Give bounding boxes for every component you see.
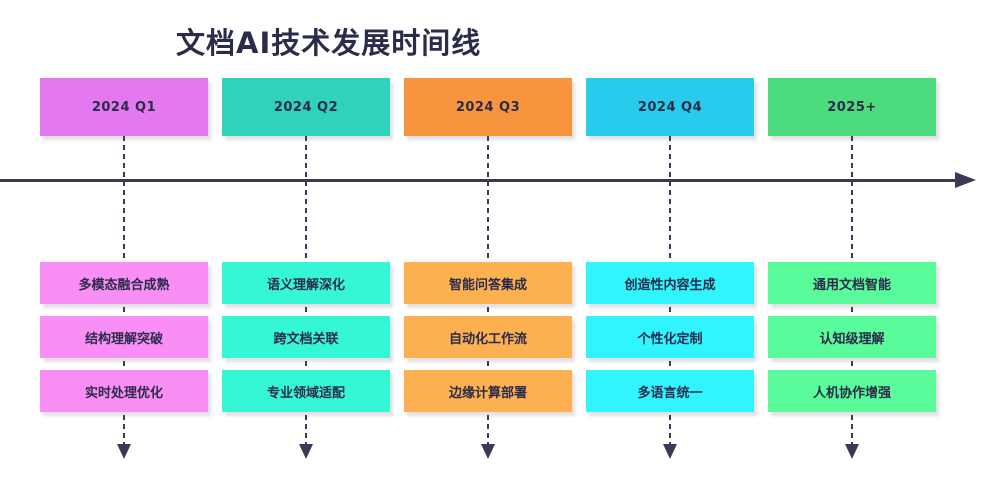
timeline-column-2024-q2: 2024 Q2 语义理解深化 跨文档关联 专业领域适配 — [222, 0, 390, 485]
timeline-column-2024-q1: 2024 Q1 多模态融合成熟 结构理解突破 实时处理优化 — [40, 0, 208, 485]
milestone-item: 专业领域适配 — [222, 370, 390, 412]
timeline-column-2024-q4: 2024 Q4 创造性内容生成 个性化定制 多语言统一 — [586, 0, 754, 485]
timeline-axis-arrow-icon — [955, 172, 976, 188]
timeline-column-2024-q3: 2024 Q3 智能问答集成 自动化工作流 边缘计算部署 — [404, 0, 572, 485]
phase-header: 2024 Q2 — [222, 78, 390, 136]
milestone-item: 多模态融合成熟 — [40, 262, 208, 304]
milestone-item: 认知级理解 — [768, 316, 936, 358]
phase-header: 2024 Q4 — [586, 78, 754, 136]
milestone-item: 实时处理优化 — [40, 370, 208, 412]
milestone-item: 边缘计算部署 — [404, 370, 572, 412]
milestone-item: 结构理解突破 — [40, 316, 208, 358]
milestone-item: 跨文档关联 — [222, 316, 390, 358]
milestone-item: 自动化工作流 — [404, 316, 572, 358]
milestone-item: 创造性内容生成 — [586, 262, 754, 304]
page-title: 文档AI技术发展时间线 — [176, 26, 482, 60]
down-arrow-icon — [481, 444, 495, 459]
milestone-item: 个性化定制 — [586, 316, 754, 358]
down-arrow-icon — [117, 444, 131, 459]
phase-header: 2025+ — [768, 78, 936, 136]
milestone-item: 多语言统一 — [586, 370, 754, 412]
milestone-item: 人机协作增强 — [768, 370, 936, 412]
down-arrow-icon — [299, 444, 313, 459]
milestone-item: 通用文档智能 — [768, 262, 936, 304]
down-arrow-icon — [845, 444, 859, 459]
phase-header: 2024 Q1 — [40, 78, 208, 136]
milestone-item: 语义理解深化 — [222, 262, 390, 304]
down-arrow-icon — [663, 444, 677, 459]
phase-header: 2024 Q3 — [404, 78, 572, 136]
milestone-item: 智能问答集成 — [404, 262, 572, 304]
timeline-column-2025-plus: 2025+ 通用文档智能 认知级理解 人机协作增强 — [768, 0, 936, 485]
timeline-axis — [0, 179, 957, 182]
